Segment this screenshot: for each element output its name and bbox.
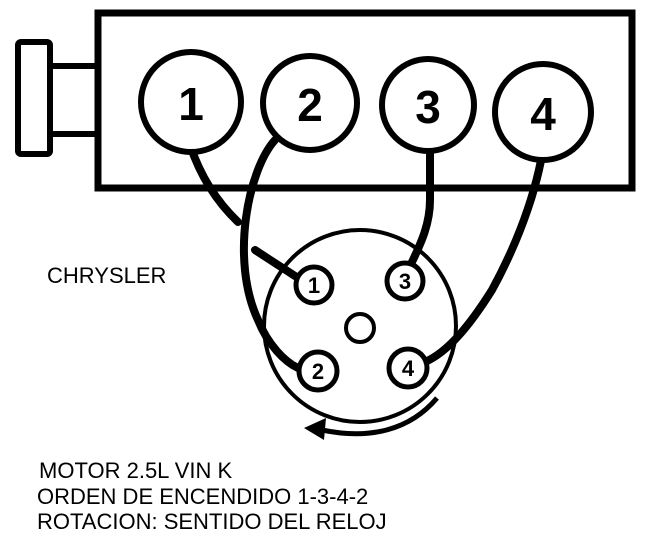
crank-pulley <box>15 39 105 157</box>
terminal-3-label: 3 <box>399 269 411 294</box>
cylinder-4-label: 4 <box>530 88 556 140</box>
terminal-4-label: 4 <box>402 356 415 381</box>
distributor-center <box>344 312 376 344</box>
cylinder-2-label: 2 <box>297 79 323 131</box>
cylinder-2 <box>260 53 360 153</box>
wire-cyl-3 <box>408 131 434 266</box>
terminal-1-label: 1 <box>308 273 320 298</box>
brand-label: CHRYSLER <box>47 263 167 288</box>
rotation-arrow <box>304 396 439 440</box>
terminal-1 <box>293 264 335 306</box>
cylinder-1 <box>138 49 244 155</box>
distributor-terminals <box>293 260 430 393</box>
motor-note: MOTOR 2.5L VIN K <box>39 458 233 483</box>
wire-cyl-4 <box>421 131 549 366</box>
spark-plug-wires <box>186 131 549 372</box>
cylinder-1-label: 1 <box>178 78 204 130</box>
cylinder-3-label: 3 <box>415 81 441 133</box>
cylinder-3 <box>379 56 477 154</box>
firing-order-note: ORDEN DE ENCENDIDO 1-3-4-2 <box>37 484 369 509</box>
terminal-4 <box>386 346 430 390</box>
terminal-2-label: 2 <box>312 359 324 384</box>
wire-cyl-1-terminal <box>251 246 299 280</box>
distributor-cap <box>262 228 458 424</box>
terminal-2 <box>296 349 340 393</box>
terminal-3 <box>384 260 426 302</box>
cylinder-4 <box>492 61 594 163</box>
rotation-note: ROTACION: SENTIDO DEL RELOJ <box>37 509 387 534</box>
wire-cyl-2 <box>239 136 302 372</box>
cylinder-circles <box>138 49 594 163</box>
